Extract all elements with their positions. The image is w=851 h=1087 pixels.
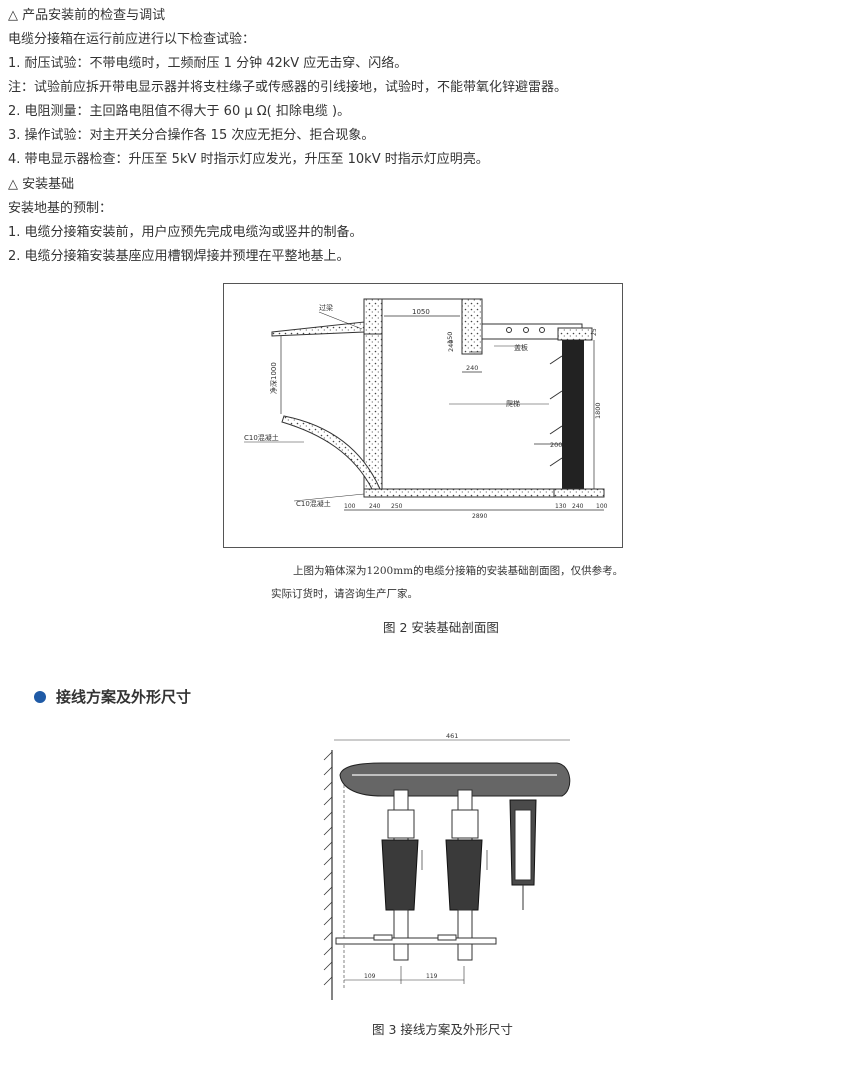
dim-bottom: 100 [344,503,356,510]
label-paiti: 爬梯 [506,399,520,408]
label-c10-concrete: C10混凝土 [296,499,331,508]
text-line: 3. 操作试验：对主开关分合操作各 15 次应无拒分、拒合现象。 [8,128,375,143]
label-guojia: 过梁 [319,303,333,312]
dim-200: 200 [550,441,562,449]
text-line: 1. 耐压试验：不带电缆时，工频耐压 1 分钟 42kV 应无击穿、闪络。 [8,56,408,71]
dim-bottom: 240 [572,503,584,510]
text-line: 注：试验前应拆开带电显示器并将支柱缘子或传感器的引线接地，试验时，不能带氧化锌避… [8,80,568,95]
dim-150: 150 [446,332,454,344]
text-line: 2. 电缆分接箱安装基座应用槽钢焊接并预埋在平整地基上。 [8,249,350,264]
dim-top: 461 [446,732,458,740]
section-heading: 接线方案及外形尺寸 [34,686,191,707]
dim-25: 25 [591,328,598,336]
dim-bottom: 100 [596,503,608,510]
label-gaiban: 盖板 [514,343,528,352]
heading-inspection: △ 产品安装前的检查与调试 [8,8,166,23]
text-line: 4. 带电显示器检查：升压至 5kV 时指示灯应发光，升压至 10kV 时指示灯… [8,152,489,167]
dim-bottom: 240 [369,503,381,510]
dim-bottom: 250 [391,503,403,510]
text-line: 安装地基的预制： [8,201,113,216]
figure-note: 实际订货时，请咨询生产厂家。 [271,588,418,600]
label-c10-concrete: C10混凝土 [244,433,279,442]
wiring-scheme-drawing: 461 109 119 [322,730,584,1005]
heading-foundation: △ 安装基础 [8,177,75,192]
dim-bottom: 130 [555,503,567,510]
figure-caption: 图 2 安装基础剖面图 [383,620,499,635]
dim-1050: 1050 [412,308,430,316]
text-line: 2. 电阻测量：主回路电阻值不得大于 60 μ Ω( 扣除电缆 )。 [8,104,351,119]
dim-left: 109 [364,973,376,980]
section-title: 接线方案及外形尺寸 [56,688,192,706]
label-net-depth: 净深1000 [269,362,278,394]
figure-note: 上图为箱体深为1200mm的电缆分接箱的安装基础剖面图，仅供参考。 [293,565,624,577]
dim-bottom: 2890 [472,513,487,520]
dim-240-horizontal: 240 [466,364,478,372]
dim-1800: 1800 [594,402,602,419]
text-line: 电缆分接箱在运行前应进行以下检查试验： [8,32,256,47]
text-line: 1. 电缆分接箱安装前，用户应预先完成电缆沟或竖井的制备。 [8,225,363,240]
figure-caption: 图 3 接线方案及外形尺寸 [372,1022,513,1037]
bullet-icon [34,690,46,703]
dim-middle: 119 [426,973,438,980]
foundation-section-drawing: 过梁 1050 240 240 盖板 净深1000 爬梯 1800 200 C1… [223,283,623,548]
dim-240-vertical: 240 [447,340,455,352]
